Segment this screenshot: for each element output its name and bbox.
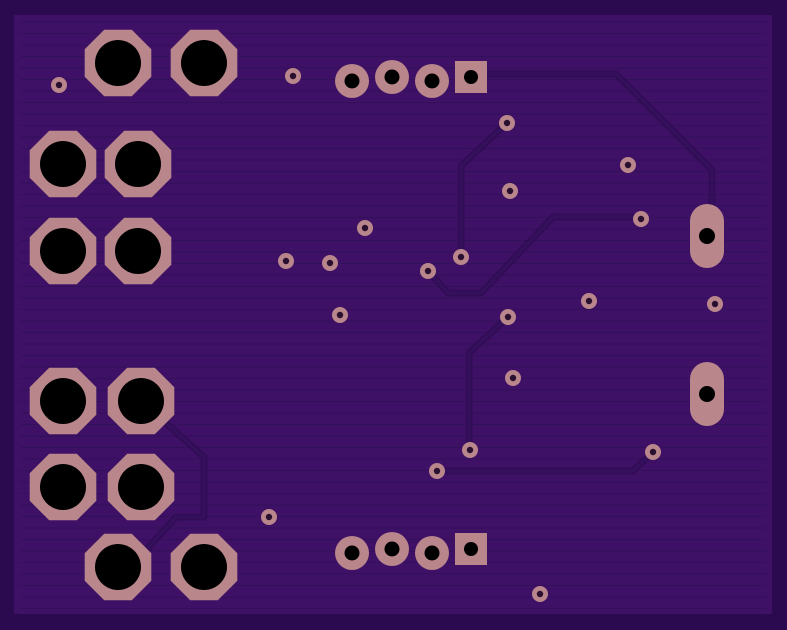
drill-hole bbox=[118, 378, 164, 424]
drill-hole bbox=[115, 228, 161, 274]
drill-hole bbox=[344, 545, 360, 561]
via-hole bbox=[282, 257, 290, 265]
trace bbox=[469, 72, 714, 234]
via-hole bbox=[624, 161, 632, 169]
drill-hole bbox=[40, 464, 86, 510]
via-hole bbox=[361, 224, 369, 232]
via-hole bbox=[536, 590, 544, 598]
via-hole bbox=[336, 311, 344, 319]
drill-hole bbox=[40, 378, 86, 424]
via-hole bbox=[433, 467, 441, 475]
octagon-pad bbox=[104, 130, 172, 198]
via bbox=[502, 183, 518, 199]
via-hole bbox=[265, 513, 273, 521]
drill-hole bbox=[118, 464, 164, 510]
via-hole bbox=[424, 267, 432, 275]
drill-hole bbox=[464, 70, 478, 84]
trace bbox=[139, 399, 206, 550]
via bbox=[499, 115, 515, 131]
trace bbox=[459, 121, 509, 259]
drill-hole bbox=[464, 542, 478, 556]
octagon-pad bbox=[104, 217, 172, 285]
via bbox=[462, 442, 478, 458]
drill-hole bbox=[384, 69, 400, 85]
copper-traces bbox=[137, 70, 716, 552]
drill-hole bbox=[699, 386, 715, 402]
via-hole bbox=[55, 81, 63, 89]
via bbox=[500, 309, 516, 325]
via-hole bbox=[326, 259, 334, 267]
via-hole bbox=[503, 119, 511, 127]
oval-pad bbox=[690, 204, 724, 268]
board-fill bbox=[14, 15, 772, 614]
via-hole bbox=[585, 297, 593, 305]
octagon-pad bbox=[170, 533, 238, 601]
via-hole bbox=[711, 300, 719, 308]
drill-hole bbox=[384, 541, 400, 557]
pin-header bbox=[335, 532, 487, 570]
via bbox=[51, 77, 67, 93]
octagon-pad bbox=[29, 130, 97, 198]
via-hole bbox=[466, 446, 474, 454]
octagon-pad bbox=[107, 453, 175, 521]
drill-hole bbox=[115, 141, 161, 187]
drill-hole bbox=[344, 73, 360, 89]
via bbox=[505, 370, 521, 386]
drill-hole bbox=[699, 228, 715, 244]
drill-hole bbox=[95, 40, 141, 86]
via-hole bbox=[649, 448, 657, 456]
octagon-pad bbox=[170, 29, 238, 97]
via bbox=[420, 263, 436, 279]
via-hole bbox=[509, 374, 517, 382]
octagon-pad bbox=[84, 29, 152, 97]
trace bbox=[467, 315, 510, 452]
via bbox=[532, 586, 548, 602]
octagon-pad bbox=[107, 367, 175, 435]
octagon-pad bbox=[84, 533, 152, 601]
octagon-pad bbox=[29, 367, 97, 435]
via bbox=[707, 296, 723, 312]
via bbox=[357, 220, 373, 236]
drill-hole bbox=[181, 544, 227, 590]
component-pads bbox=[29, 29, 724, 601]
via-hole bbox=[289, 72, 297, 80]
via-hole bbox=[506, 187, 514, 195]
via-hole bbox=[457, 253, 465, 261]
via-hole bbox=[504, 313, 512, 321]
via bbox=[620, 157, 636, 173]
pin-header bbox=[335, 60, 487, 98]
oval-pad bbox=[690, 362, 724, 426]
trace bbox=[426, 215, 643, 295]
trace bbox=[435, 450, 655, 473]
via-hole bbox=[637, 215, 645, 223]
drill-hole bbox=[181, 40, 227, 86]
via bbox=[332, 307, 348, 323]
via bbox=[261, 509, 277, 525]
octagon-pad bbox=[29, 453, 97, 521]
via bbox=[278, 253, 294, 269]
drill-hole bbox=[424, 545, 440, 561]
via bbox=[429, 463, 445, 479]
via bbox=[633, 211, 649, 227]
octagon-pad bbox=[29, 217, 97, 285]
drill-hole bbox=[424, 73, 440, 89]
via bbox=[285, 68, 301, 84]
via bbox=[645, 444, 661, 460]
via bbox=[581, 293, 597, 309]
via bbox=[453, 249, 469, 265]
drill-hole bbox=[40, 141, 86, 187]
drill-hole bbox=[40, 228, 86, 274]
vias bbox=[51, 68, 723, 602]
via bbox=[322, 255, 338, 271]
drill-hole bbox=[95, 544, 141, 590]
